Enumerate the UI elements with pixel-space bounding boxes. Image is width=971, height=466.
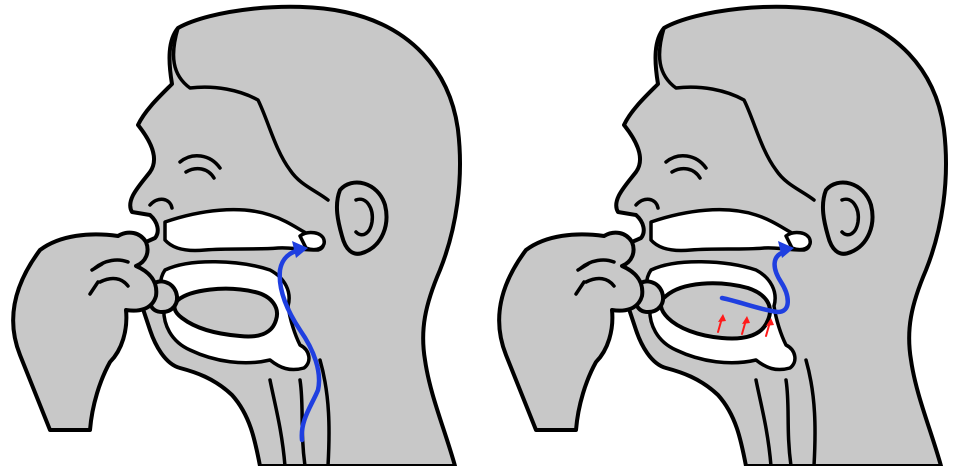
hand: [499, 233, 642, 430]
panel-right: [486, 0, 971, 466]
hand: [13, 233, 156, 430]
ear-icon: [337, 183, 387, 254]
ear-icon: [823, 183, 873, 254]
head-cross-section-left: [0, 0, 485, 466]
panel-left: [0, 0, 485, 466]
head-cross-section-right: [486, 0, 971, 466]
